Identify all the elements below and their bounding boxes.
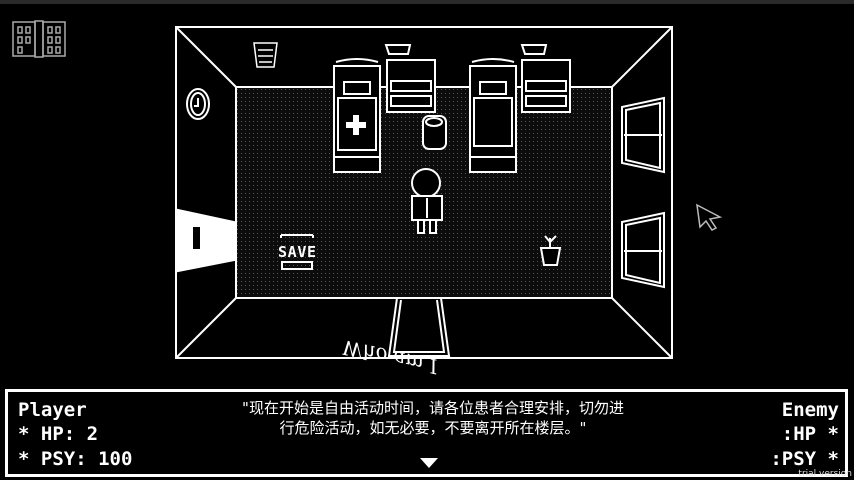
enemy-psy: :PSY *	[770, 448, 839, 470]
message-line-2: 行危险活动，如无必要，不要离开所在楼层。"	[279, 419, 587, 437]
player-name: Player	[18, 399, 87, 421]
triangle-down-icon[interactable]	[420, 458, 438, 468]
watermark: trial version	[798, 469, 852, 479]
book-grid-icon[interactable]	[12, 20, 66, 58]
window-lower	[621, 211, 665, 289]
trash-can-icon	[422, 115, 447, 150]
vent-icon	[253, 42, 278, 68]
save-point	[280, 234, 314, 270]
bed-right	[469, 58, 517, 173]
mouse-cursor-icon	[696, 203, 723, 231]
window-upper	[621, 96, 665, 174]
wall-clock-icon	[186, 88, 210, 120]
dialog-message: "现在开始是自由活动时间，请各位患者合理安排，切勿进 行危险活动，如无必要，不要…	[198, 398, 668, 438]
room-scene: SAVE Who am I	[175, 26, 723, 379]
nightstand-left	[384, 44, 436, 113]
top-bar	[0, 0, 854, 4]
medical-cross-icon	[346, 115, 366, 135]
dialog-box[interactable]: Player * HP: 2 * PSY: 100 Enemy :HP * :P…	[5, 389, 848, 477]
nightstand-right	[520, 44, 571, 113]
player-character	[411, 168, 443, 234]
enemy-hp: :HP *	[781, 423, 839, 445]
door	[177, 208, 235, 273]
room-walls	[175, 26, 673, 359]
save-point-label[interactable]: SAVE	[278, 243, 316, 261]
message-line-1: "现在开始是自由活动时间，请各位患者合理安排，切勿进	[242, 399, 624, 417]
enemy-name: Enemy	[781, 399, 839, 421]
player-hp: * HP: 2	[18, 423, 99, 445]
doorway-mat	[387, 297, 451, 357]
player-psy: * PSY: 100	[18, 448, 133, 470]
potted-plant-icon	[539, 235, 562, 266]
